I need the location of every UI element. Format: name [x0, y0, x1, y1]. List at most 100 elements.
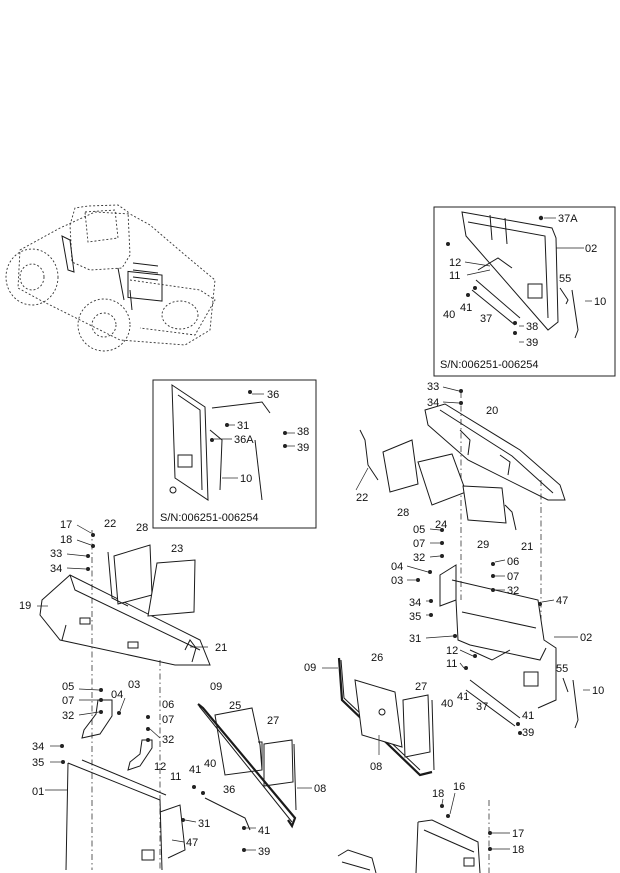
inset-tr-callout-12: 12 — [449, 257, 461, 269]
center-callout-27: 27 — [415, 681, 427, 693]
left-callout-01: 01 — [32, 786, 44, 798]
center-panel: 09 26 27 08 — [304, 652, 435, 777]
left-callout-22: 22 — [104, 518, 116, 530]
inset-ml-callout-36A: 36A — [234, 434, 254, 446]
center-callout-08: 08 — [370, 761, 382, 773]
right-callout-07b: 07 — [507, 571, 519, 583]
right-callout-28: 28 — [397, 507, 409, 519]
left-callout-28: 28 — [136, 522, 148, 534]
right-callout-35: 35 — [409, 611, 421, 623]
right-callout-02: 02 — [580, 632, 592, 644]
right-callout-31: 31 — [409, 633, 421, 645]
left-callout-23: 23 — [171, 543, 183, 555]
pad-28-right — [382, 439, 419, 493]
pad-26 — [354, 679, 403, 748]
inset-tr-callout-40: 40 — [443, 309, 455, 321]
left-callout-05: 05 — [62, 681, 74, 693]
right-callout-32b: 32 — [507, 585, 519, 597]
bottom-parts: 18 16 17 18 — [337, 781, 524, 873]
right-callout-34b: 34 — [409, 597, 421, 609]
right-callout-11: 11 — [446, 658, 457, 670]
right-callout-40: 40 — [441, 698, 453, 710]
right-callout-20: 20 — [486, 405, 498, 417]
left-callout-21: 21 — [215, 642, 227, 654]
center-callout-09: 09 — [304, 662, 316, 674]
bottom-callout-17: 17 — [512, 828, 524, 840]
left-callout-12: 12 — [154, 761, 166, 773]
pad-27 — [402, 694, 431, 758]
right-callout-41b: 41 — [522, 710, 534, 722]
inset-top-right: 37A 02 12 11 55 10 40 41 37 38 39 S/N:00… — [433, 206, 616, 377]
inset-frame — [433, 206, 616, 377]
right-callout-07: 07 — [413, 538, 425, 550]
right-callout-29: 29 — [477, 539, 489, 551]
left-callout-18: 18 — [60, 534, 72, 546]
left-callout-41b: 41 — [258, 825, 270, 837]
right-callout-03: 03 — [391, 575, 403, 587]
bottom-callout-16: 16 — [453, 781, 465, 793]
bottom-callout-18b: 18 — [512, 844, 524, 856]
right-callout-06: 06 — [507, 556, 519, 568]
inset-tr-callout-41: 41 — [460, 302, 472, 314]
inset-ml-callout-36: 36 — [267, 389, 279, 401]
left-callout-41: 41 — [189, 764, 201, 776]
right-callout-10: 10 — [592, 685, 604, 697]
inset-ml-callout-38: 38 — [297, 426, 309, 438]
inset-tr-callout-10: 10 — [594, 296, 606, 308]
inset-tr-serial-label: S/N:006251-006254 — [440, 359, 538, 371]
inset-tr-callout-02: 02 — [585, 243, 597, 255]
left-callout-32b: 32 — [162, 734, 174, 746]
inset-tr-callout-37A: 37A — [558, 213, 578, 225]
right-callout-33: 33 — [427, 381, 439, 393]
pad-29 — [462, 485, 507, 524]
left-callout-03: 03 — [128, 679, 140, 691]
right-callout-55: 55 — [556, 663, 568, 675]
right-assembly: 33 34 20 22 28 24 29 21 05 07 32 06 07 0… — [355, 381, 604, 739]
left-callout-31: 31 — [198, 818, 210, 830]
machine-overview-illustration — [5, 204, 216, 352]
left-callout-06: 06 — [162, 699, 174, 711]
left-callout-36: 36 — [223, 784, 235, 796]
left-door-panel — [197, 703, 312, 829]
bottom-callout-18: 18 — [432, 788, 444, 800]
center-callout-26: 26 — [371, 652, 383, 664]
inset-tr-callout-38: 38 — [526, 321, 538, 333]
right-callout-21: 21 — [521, 541, 533, 553]
left-callout-34b: 34 — [32, 741, 44, 753]
right-callout-24: 24 — [435, 519, 447, 531]
left-callout-04: 04 — [111, 689, 123, 701]
pad-24 — [417, 453, 467, 506]
right-callout-05: 05 — [413, 524, 425, 536]
pad-28 — [113, 544, 153, 605]
inset-ml-callout-39: 39 — [297, 442, 309, 454]
right-callout-22: 22 — [356, 492, 368, 504]
left-callout-40: 40 — [204, 758, 216, 770]
left-callout-09: 09 — [210, 681, 222, 693]
right-callout-12: 12 — [446, 645, 458, 657]
inset-tr-callout-55: 55 — [559, 273, 571, 285]
inset-frame — [152, 379, 317, 529]
right-callout-39: 39 — [522, 727, 534, 739]
left-callout-27: 27 — [267, 715, 279, 727]
left-callout-47: 47 — [186, 837, 198, 849]
right-callout-37: 37 — [476, 701, 488, 713]
left-callout-08: 08 — [314, 783, 326, 795]
right-callout-41: 41 — [457, 691, 469, 703]
right-callout-47: 47 — [556, 595, 568, 607]
inset-ml-callout-10: 10 — [240, 473, 252, 485]
right-callout-04: 04 — [391, 561, 403, 573]
inset-ml-callout-31: 31 — [237, 420, 249, 432]
pad-23 — [147, 559, 196, 617]
right-callout-34: 34 — [427, 397, 439, 409]
left-callout-35: 35 — [32, 757, 44, 769]
left-callout-07b: 07 — [162, 714, 174, 726]
left-callout-17: 17 — [60, 519, 72, 531]
left-callout-32: 32 — [62, 710, 74, 722]
inset-tr-callout-39: 39 — [526, 337, 538, 349]
left-callout-07: 07 — [62, 695, 74, 707]
left-callout-34: 34 — [50, 563, 62, 575]
left-callout-25: 25 — [229, 700, 241, 712]
left-callout-11: 11 — [170, 771, 181, 783]
inset-tr-callout-11: 11 — [449, 270, 460, 282]
